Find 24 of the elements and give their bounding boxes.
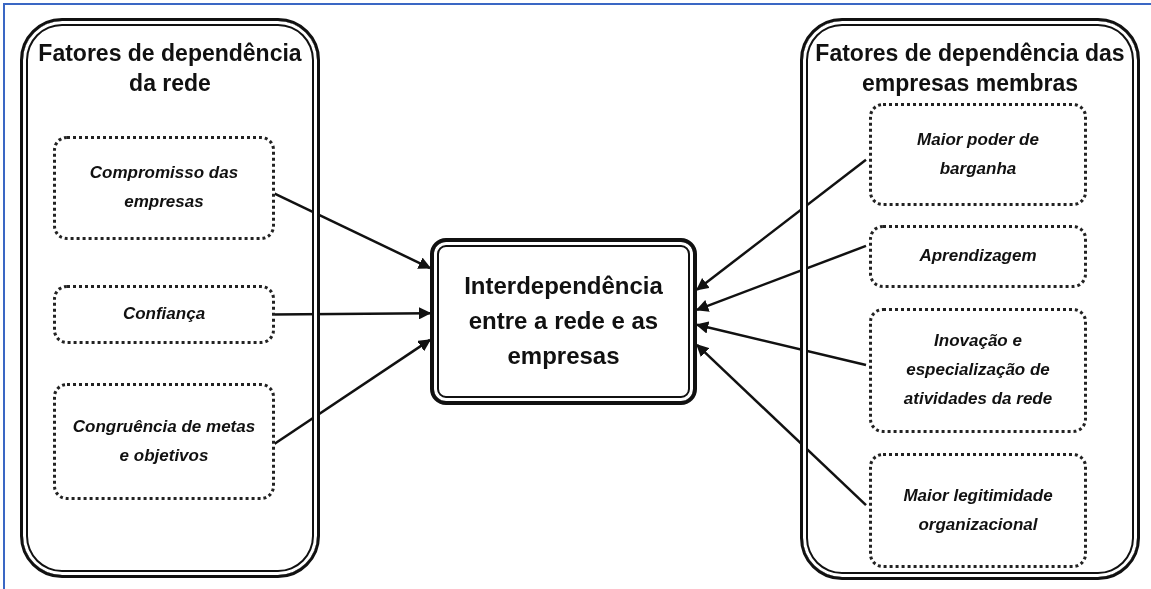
box-label: Congruência de metas e objetivos bbox=[71, 415, 257, 467]
factor-box bbox=[53, 285, 275, 344]
group-heading: Fatores de dependência das empresas membras bbox=[814, 39, 1126, 98]
box-label: Inovação e especialização de atividades da rede bbox=[902, 330, 1054, 410]
box-label: Maior legitimidade organizacional bbox=[902, 484, 1054, 536]
group-panel bbox=[20, 18, 320, 578]
central-box bbox=[430, 238, 697, 405]
arrow bbox=[695, 244, 867, 312]
arrow bbox=[696, 343, 867, 507]
factor-box bbox=[869, 308, 1087, 433]
group-panel bbox=[800, 18, 1140, 580]
box-label: Aprendizagem bbox=[919, 245, 1037, 268]
factor-box bbox=[869, 225, 1087, 288]
box-label: Maior poder de barganha bbox=[916, 128, 1040, 180]
factor-box bbox=[53, 383, 275, 500]
factor-box bbox=[53, 136, 275, 240]
factor-box bbox=[869, 453, 1087, 568]
box-label: Interdependência entre a rede e as empresas bbox=[463, 271, 664, 371]
arrow bbox=[696, 158, 867, 291]
box-label: Compromisso das empresas bbox=[88, 162, 240, 213]
box-label: Confiança bbox=[122, 303, 206, 326]
group-heading: Fatores de dependência da rede bbox=[37, 39, 303, 98]
arrow bbox=[695, 321, 867, 367]
factor-box bbox=[869, 103, 1087, 206]
